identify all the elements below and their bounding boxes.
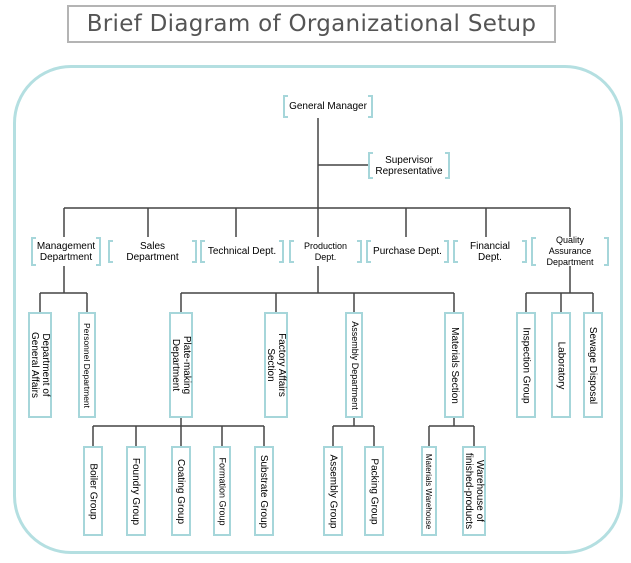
materials-warehouse-box: Materials Warehouse — [421, 446, 437, 536]
foundry-group-box: Foundry Group — [126, 446, 146, 536]
packing-group-label: Packing Group — [368, 457, 380, 525]
production-dept-label: Production Dept. — [303, 240, 348, 262]
diagram-title: Brief Diagram of Organizational Setup — [67, 5, 556, 43]
plate-making-box: Plate-making Department — [169, 312, 193, 418]
production-dept-box: Production Dept. — [289, 240, 362, 263]
packing-group-box: Packing Group — [364, 446, 384, 536]
laboratory-box: Laboratory — [551, 312, 571, 418]
management-dept-label: Management Department — [36, 240, 96, 263]
factory-affairs-box: Factory Affairs Section — [264, 312, 288, 418]
assembly-group-box: Assembly Group — [323, 446, 343, 536]
sales-dept-label: Sales Department — [126, 240, 179, 263]
materials-section-box: Materials Section — [444, 312, 464, 418]
assembly-dept-box: Assembly Department — [345, 312, 363, 418]
general-affairs-box: Department of General Affairs — [28, 312, 52, 418]
coating-group-box: Coating Group — [171, 446, 191, 536]
personnel-dept-label: Personnel Department — [82, 322, 93, 408]
assembly-group-label: Assembly Group — [327, 454, 339, 528]
sewage-disposal-label: Sewage Disposal — [587, 326, 599, 404]
financial-dept-label: Financial Dept. — [469, 240, 511, 263]
technical-dept-box: Technical Dept. — [200, 240, 284, 263]
substrate-group-label: Substrate Group — [258, 454, 270, 528]
diagram-frame — [13, 65, 623, 554]
personnel-dept-box: Personnel Department — [78, 312, 96, 418]
finished-warehouse-label: Warehouse of finished-products — [463, 452, 485, 530]
substrate-group-box: Substrate Group — [254, 446, 274, 536]
technical-dept-label: Technical Dept. — [207, 246, 277, 257]
supervisor-label: Supervisor Representative — [375, 154, 443, 177]
laboratory-label: Laboratory — [555, 341, 567, 389]
foundry-group-label: Foundry Group — [130, 457, 142, 525]
assembly-dept-label: Assembly Department — [349, 320, 360, 410]
plate-making-label: Plate-making Department — [170, 335, 193, 395]
finished-warehouse-box: Warehouse of finished-products — [462, 446, 486, 536]
boiler-group-label: Boiler Group — [87, 462, 99, 520]
general-affairs-label: Department of General Affairs — [29, 332, 51, 398]
management-dept-box: Management Department — [31, 237, 101, 266]
purchase-dept-box: Purchase Dept. — [366, 240, 449, 263]
quality-dept-label: Quality Assurance Department — [546, 235, 594, 267]
sewage-disposal-box: Sewage Disposal — [583, 312, 603, 418]
sales-dept-box: Sales Department — [108, 240, 197, 263]
general-manager-label: General Manager — [289, 101, 367, 112]
inspection-group-box: Inspection Group — [516, 312, 536, 418]
materials-section-label: Materials Section — [448, 326, 460, 404]
general-manager-box: General Manager — [283, 95, 373, 118]
inspection-group-label: Inspection Group — [520, 326, 532, 404]
coating-group-label: Coating Group — [175, 458, 187, 524]
boiler-group-box: Boiler Group — [83, 446, 103, 536]
supervisor-box: Supervisor Representative — [368, 152, 450, 179]
formation-group-box: Formation Group — [213, 446, 231, 536]
purchase-dept-label: Purchase Dept. — [373, 246, 442, 257]
financial-dept-box: Financial Dept. — [453, 240, 527, 263]
materials-warehouse-label: Materials Warehouse — [424, 453, 434, 529]
quality-dept-box: Quality Assurance Department — [531, 235, 609, 267]
factory-affairs-label: Factory Affairs Section — [265, 333, 288, 397]
formation-group-label: Formation Group — [217, 456, 228, 526]
